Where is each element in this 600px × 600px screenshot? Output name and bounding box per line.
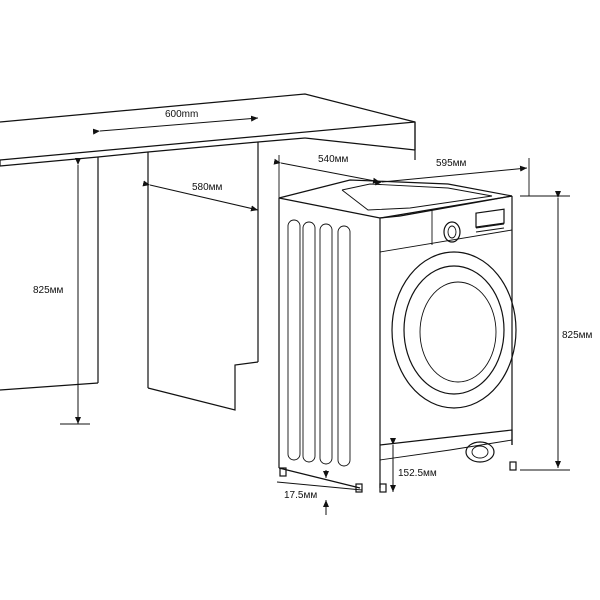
dimension-machine-depth: 540мм (273, 154, 381, 198)
dimension-cabinet-depth: 580мм (142, 180, 259, 212)
label-cabinet-height: 825мм (33, 285, 64, 296)
label-leg-height: 17.5мм (284, 490, 317, 501)
dimension-cabinet-height: 825мм (33, 158, 90, 425)
label-machine-height: 825мм (562, 330, 593, 341)
label-cabinet-depth: 580мм (192, 182, 223, 193)
label-bracket-height: 152.5мм (398, 468, 437, 479)
dimension-machine-width: 595мм (374, 158, 530, 196)
dimension-bracket-height: 152.5мм (390, 438, 437, 492)
dimension-cabinet-width: 600mm (92, 109, 259, 135)
label-machine-depth: 540мм (318, 154, 349, 165)
label-machine-width: 595мм (436, 158, 467, 169)
kitchen-cabinet (0, 93, 416, 411)
dimension-leg-height: 17.5мм (276, 470, 363, 515)
label-cabinet-width: 600mm (165, 109, 198, 120)
dimension-machine-height: 825мм (520, 191, 593, 471)
washing-machine (278, 179, 517, 493)
